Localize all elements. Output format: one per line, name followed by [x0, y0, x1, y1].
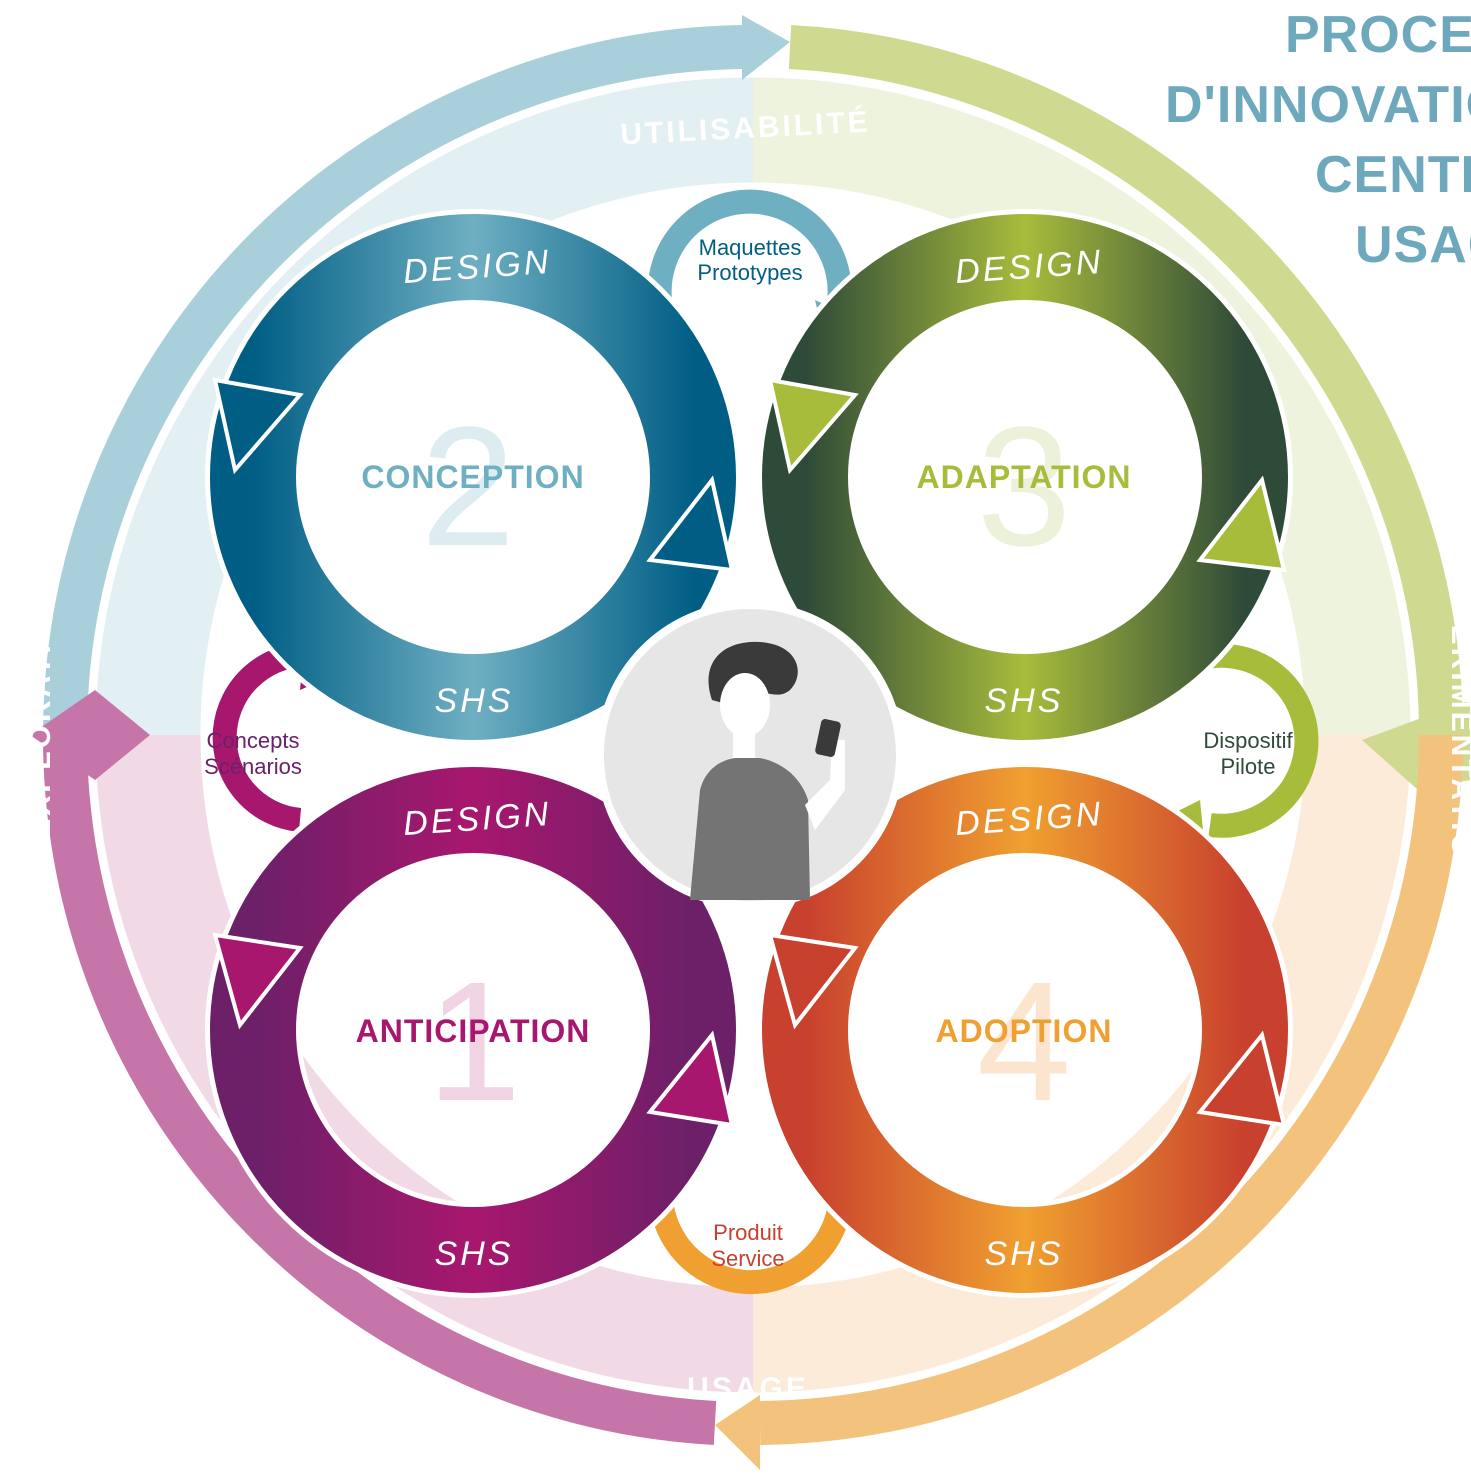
cycle-bottom-label: SHS — [435, 682, 514, 720]
cycle-arrowhead-right — [646, 1030, 735, 1128]
cycle-arrowhead-left — [767, 932, 859, 1030]
title: PROCESSUS D'INNOVATION CENTRÉ USAGE — [1165, 6, 1471, 274]
link-loop — [1191, 643, 1319, 838]
user-body — [690, 758, 810, 900]
user-arm — [805, 740, 845, 830]
cycle-ring-fill — [762, 214, 1288, 740]
cycle-ring-fill — [762, 767, 1288, 1293]
outer-label-right: EXPERIMENTATION — [1445, 556, 1471, 885]
outer-arrow-orange — [759, 734, 1463, 1445]
cycle-arrowhead-right — [1196, 1030, 1287, 1128]
user-neck — [733, 730, 755, 760]
link-label-line-2: Pilote — [1220, 754, 1275, 779]
cycle-ring-fill — [210, 767, 736, 1293]
outer-arrowhead-orange — [715, 1395, 760, 1470]
outer-arrowhead-pink — [30, 690, 150, 780]
outer-arrow-green — [788, 25, 1464, 736]
user-phone — [815, 719, 841, 757]
cycle-bottom-label: SHS — [985, 1235, 1064, 1273]
link-label-line-1: Dispositif — [1203, 728, 1293, 753]
cycle-name: ANTICIPATION — [356, 1013, 591, 1049]
link-label-line-2: Prototypes — [697, 260, 802, 285]
cycle-arrowhead-right — [1196, 475, 1287, 573]
link-label-line-1: Concepts — [207, 728, 300, 753]
cycle-anticipation: 1 ANTICIPATION DESIGN SHS — [205, 762, 741, 1298]
cycle-number: 3 — [977, 392, 1072, 582]
cycle-name: ADOPTION — [936, 1013, 1113, 1049]
outer-label-left: EXPLORATION — [24, 591, 57, 838]
outer-arrowhead-blue — [742, 15, 790, 80]
cycle-number: 2 — [421, 392, 516, 582]
title-line-1: PROCESSUS — [1285, 6, 1471, 64]
cycle-arrowhead-left — [212, 377, 304, 475]
outer-arrow-pink — [42, 734, 717, 1445]
cycle-number: 4 — [977, 947, 1072, 1137]
title-line-2: D'INNOVATION — [1165, 76, 1471, 134]
cycle-number: 1 — [427, 947, 522, 1137]
link-label-line-1: Maquettes — [699, 235, 802, 260]
link-label-line-2: Scénarios — [204, 754, 302, 779]
cycle-name: ADAPTATION — [916, 459, 1131, 495]
outer-label-bottom: USAGE — [687, 1372, 809, 1405]
title-line-3: CENTRÉ — [1315, 146, 1471, 204]
link-loop — [212, 642, 317, 832]
cycle-adaptation: 3 ADAPTATION DESIGN SHS — [757, 209, 1293, 745]
cycle-arrowhead-left — [212, 932, 304, 1030]
cycle-bottom-label: SHS — [435, 1235, 514, 1273]
link-label-line-1: Produit — [713, 1220, 783, 1245]
cycle-arrowhead-left — [767, 377, 859, 475]
cycle-arrowhead-right — [646, 475, 735, 573]
cycle-bottom-label: SHS — [985, 682, 1064, 720]
user-with-phone-icon — [596, 601, 904, 909]
link-loop — [647, 189, 852, 324]
title-line-4: USAGE — [1355, 216, 1471, 274]
cycle-name: CONCEPTION — [361, 459, 584, 495]
cycle-adoption: 4 ADOPTION DESIGN SHS — [757, 762, 1293, 1298]
user-face — [720, 673, 770, 737]
cycle-ring-fill — [210, 214, 736, 740]
outer-arrow-blue — [43, 25, 746, 736]
link-label-line-2: Service — [711, 1246, 784, 1271]
cycle-conception: 2 CONCEPTION DESIGN SHS — [205, 209, 741, 745]
